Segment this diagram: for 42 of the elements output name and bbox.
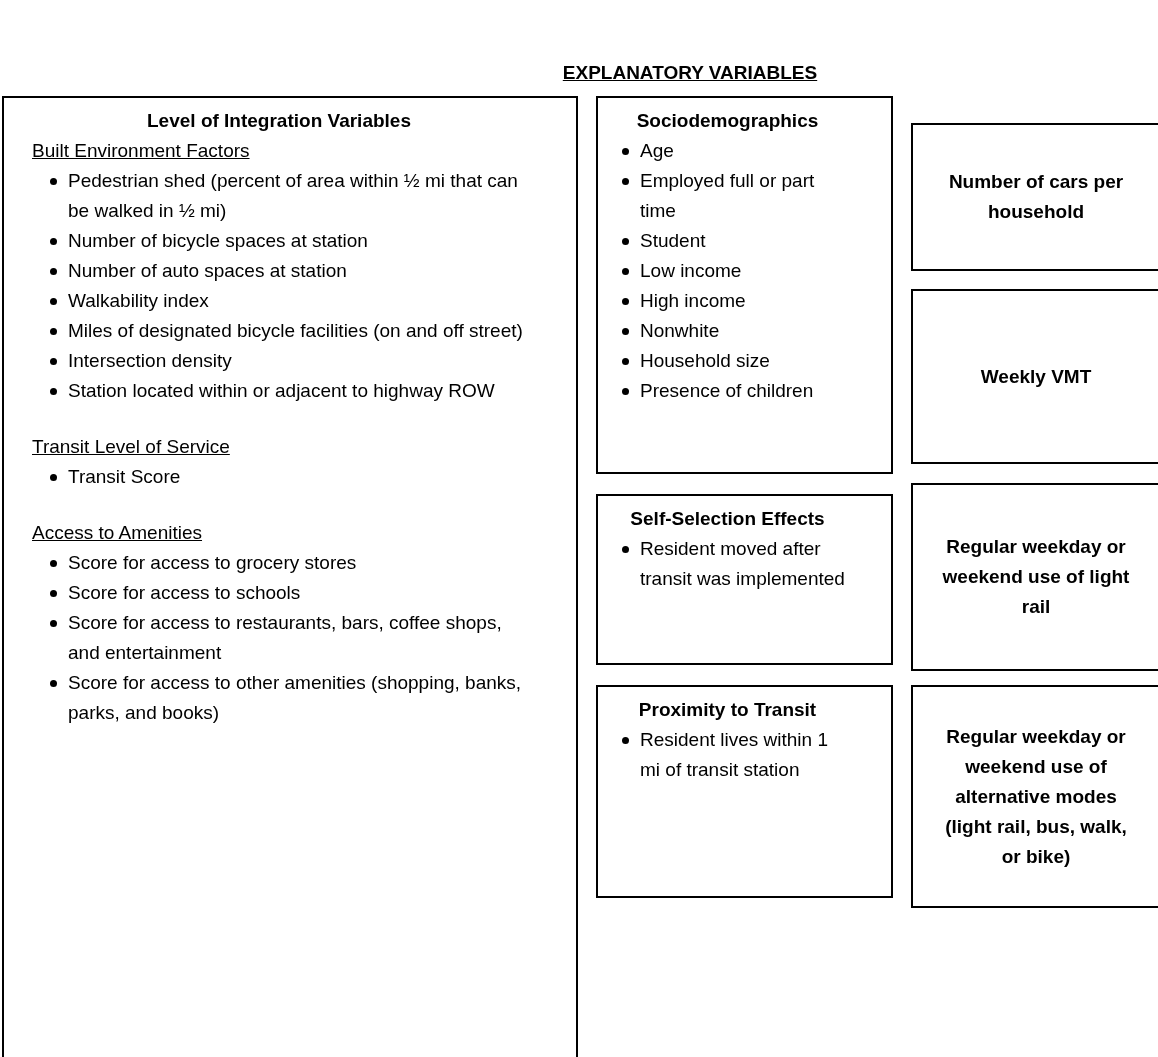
- outcome-label: Regular weekday or weekend use of alternative modes (light rail, bus, walk, or bike): [944, 724, 1128, 869]
- outcome-label: Number of cars per household: [947, 170, 1125, 224]
- bullet-item: Number of auto spaces at station: [32, 256, 526, 286]
- bullet-item: High income: [604, 286, 851, 316]
- variable-box: [596, 685, 893, 898]
- box-heading: Level of Integration Variables: [146, 109, 412, 133]
- outcome-box: [911, 483, 1158, 671]
- bullet-item: Walkability index: [32, 286, 526, 316]
- bullet-item: Low income: [604, 256, 851, 286]
- bullet-item: Nonwhite: [604, 316, 851, 346]
- section-heading: Built Environment Factors: [32, 139, 251, 163]
- diagram-title: EXPLANATORY VARIABLES: [561, 61, 819, 85]
- bullet-item: Station located within or adjacent to highway ROW: [32, 376, 526, 406]
- bullet-item: Number of bicycle spaces at station: [32, 226, 526, 256]
- variable-box: [2, 96, 578, 1057]
- outcome-label: Regular weekday or weekend use of light rail: [941, 535, 1131, 619]
- outcome-label: Weekly VMT: [980, 364, 1092, 389]
- outcome-box: [911, 685, 1158, 908]
- bullet-item: Score for access to grocery stores: [32, 548, 526, 578]
- outcome-box: [911, 123, 1158, 271]
- section-heading: Transit Level of Service: [32, 435, 231, 459]
- bullet-item: Employed full or part time: [604, 166, 851, 226]
- bullet-item: Intersection density: [32, 346, 526, 376]
- bullet-item: Score for access to restaurants, bars, coffee shops, and entertainment: [32, 608, 526, 668]
- section-heading: Access to Amenities: [32, 521, 204, 545]
- bullet-item: Age: [604, 136, 851, 166]
- bullet-item: Resident moved after transit was implemented: [604, 534, 851, 594]
- box-heading: Self-Selection Effects: [629, 507, 826, 531]
- bullet-item: Resident lives within 1 mi of transit station: [604, 725, 851, 785]
- variable-box: [596, 96, 893, 474]
- outcome-box: [911, 289, 1158, 464]
- bullet-item: Score for access to other amenities (shopping, banks, parks, and books): [32, 668, 526, 728]
- variable-box: [596, 494, 893, 665]
- bullet-item: Student: [604, 226, 851, 256]
- bullet-item: Presence of children: [604, 376, 851, 406]
- box-heading: Proximity to Transit: [637, 698, 818, 722]
- bullet-item: Pedestrian shed (percent of area within ½ mi that can be walked in ½ mi): [32, 166, 526, 226]
- bullet-item: Transit Score: [32, 462, 526, 492]
- bullet-item: Household size: [604, 346, 851, 376]
- bullet-item: Score for access to schools: [32, 578, 526, 608]
- bullet-item: Miles of designated bicycle facilities (on and off street): [32, 316, 526, 346]
- box-heading: Sociodemographics: [635, 109, 820, 133]
